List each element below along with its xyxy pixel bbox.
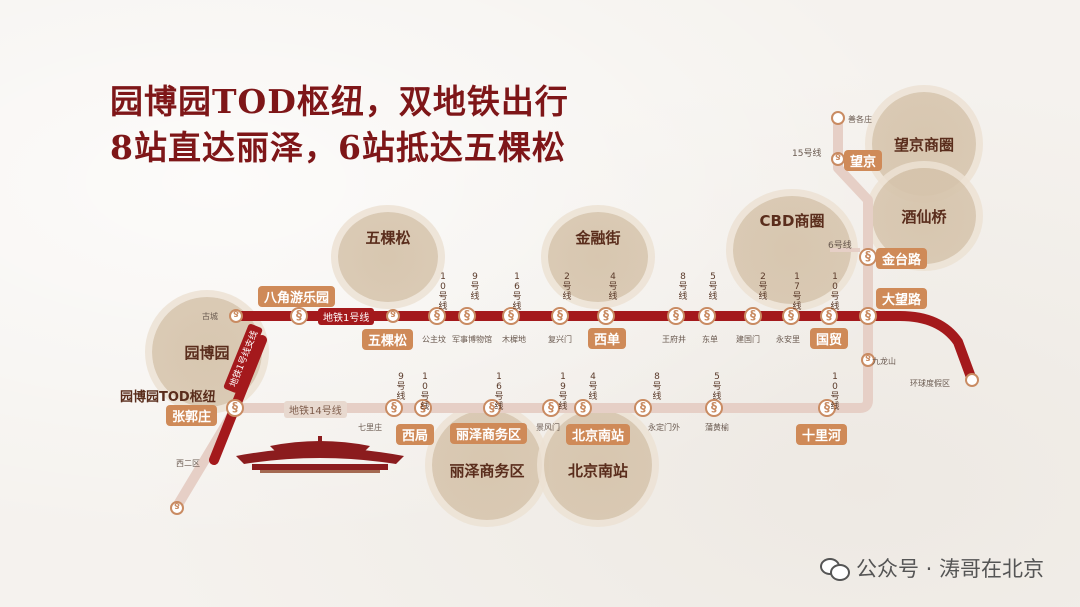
xfer-l1-9: 10号线	[830, 272, 840, 312]
label-junshi: 军事博物馆	[452, 335, 492, 344]
station-yongdingmenwai[interactable]	[634, 399, 652, 417]
xfer-l1-6: 5号线	[708, 272, 718, 302]
station-jingfengmen[interactable]	[542, 399, 560, 417]
label-wangjing: 望京	[844, 150, 883, 171]
xfer-l1-8: 17号线	[792, 272, 802, 312]
station-huanqiu[interactable]	[965, 373, 979, 387]
label-jiulongshan: 九龙山	[872, 357, 896, 366]
label-xierqu: 西二区	[176, 459, 200, 468]
xfer-l1-4: 4号线	[608, 272, 618, 302]
label-wukesong: 五棵松	[362, 329, 414, 350]
label-dawanglu: 大望路	[876, 288, 928, 309]
xfer-l14-1: 10号线	[420, 372, 430, 412]
label-jingfengmen: 景风门	[536, 423, 560, 432]
label-jianguomen: 建国门	[736, 335, 760, 344]
label-yuanbo-tod: 园博园TOD枢纽	[120, 390, 216, 405]
label-fuxingmen: 复兴门	[548, 335, 572, 344]
xfer-l1-5: 8号线	[678, 272, 688, 302]
station-jintailu[interactable]	[859, 248, 877, 266]
station-xidan[interactable]	[597, 307, 615, 325]
label-gucheng: 古城	[202, 312, 218, 321]
line14-path	[171, 118, 873, 511]
headline-1: 园博园TOD枢纽，双地铁出行	[110, 82, 569, 121]
station-xierqu[interactable]	[170, 500, 184, 515]
station-jiulongshan[interactable]	[861, 352, 875, 367]
area-wukesong: 五棵松	[338, 212, 438, 302]
xfer-l1-3: 2号线	[562, 272, 572, 302]
label-shilihe: 十里河	[796, 424, 848, 445]
xfer-l1-7: 2号线	[758, 272, 768, 302]
label-xidan: 西单	[588, 328, 627, 349]
area-cbd: CBD商圈	[733, 196, 851, 304]
xfer-l1-0: 10号线	[438, 272, 448, 312]
label-xiju: 西局	[396, 424, 435, 445]
label-zhangguozhuang: 张郭庄	[166, 405, 218, 426]
station-fuxingmen[interactable]	[551, 307, 569, 325]
label-jintailu: 金台路	[876, 248, 928, 269]
label-guomao: 国贸	[810, 328, 849, 349]
station-gucheng[interactable]	[229, 308, 243, 323]
wechat-icon	[819, 556, 850, 581]
label-qilizhuang: 七里庄	[358, 423, 382, 432]
xfer-l14-3: 19号线	[558, 372, 568, 412]
area-jinrongjie: 金融街	[548, 212, 648, 302]
line6-label: 6号线	[828, 241, 852, 251]
station-guomao[interactable]	[820, 307, 838, 325]
station-shilihe[interactable]	[818, 399, 836, 417]
station-zhangguozhuang[interactable]	[226, 399, 244, 417]
headline-2: 8站直达丽泽，6站抵达五棵松	[110, 128, 566, 167]
watermark-text: 公众号 · 涛哥在北京	[855, 557, 1044, 581]
label-beijingnan: 北京南站	[566, 424, 631, 445]
label-muxidi: 木樨地	[502, 335, 526, 344]
label-yongdingmenwai: 永定门外	[648, 423, 680, 432]
xfer-l1-2: 16号线	[512, 272, 522, 312]
xfer-l14-0: 9号线	[396, 372, 406, 402]
xfer-l14-5: 8号线	[652, 372, 662, 402]
label-shanhezhuang: 善各庄	[848, 115, 872, 124]
station-bajiao[interactable]	[290, 307, 308, 325]
station-puhuangyu[interactable]	[705, 399, 723, 417]
station-xiju[interactable]	[414, 399, 432, 417]
station-wangjing[interactable]	[831, 151, 845, 166]
station-gongzhufen[interactable]	[428, 307, 446, 325]
station-wukesong[interactable]	[386, 308, 400, 323]
line1-label: 地铁1号线	[318, 308, 375, 325]
station-dongdan[interactable]	[698, 307, 716, 325]
label-huanqiu: 环球度假区	[910, 379, 950, 388]
label-dongdan: 东单	[702, 335, 718, 344]
xfer-l14-6: 5号线	[712, 372, 722, 402]
station-lize[interactable]	[483, 399, 501, 417]
station-shanhezhuang[interactable]	[831, 111, 845, 125]
station-wangfujing[interactable]	[667, 307, 685, 325]
station-dawanglu[interactable]	[859, 307, 877, 325]
label-lize: 丽泽商务区	[450, 423, 528, 444]
label-wangfujing: 王府井	[662, 335, 686, 344]
line1-path	[231, 311, 977, 385]
pavilion-illustration	[236, 436, 404, 473]
station-muxidi[interactable]	[502, 307, 520, 325]
xfer-l14-2: 16号线	[494, 372, 504, 412]
station-beijingnan[interactable]	[574, 399, 592, 417]
line14-label: 地铁14号线	[284, 401, 347, 418]
xfer-l14-7: 10号线	[830, 372, 840, 412]
label-yonganli: 永安里	[776, 335, 800, 344]
station-yonganli[interactable]	[782, 307, 800, 325]
station-junshi[interactable]	[458, 307, 476, 325]
line15-label: 15号线	[792, 149, 822, 159]
xfer-l14-4: 4号线	[588, 372, 598, 402]
station-qilizhuang[interactable]	[385, 399, 403, 417]
label-bajiao: 八角游乐园	[258, 286, 336, 307]
xfer-l1-1: 9号线	[470, 272, 480, 302]
label-puhuangyu: 蒲黄榆	[705, 423, 729, 432]
station-jianguomen[interactable]	[744, 307, 762, 325]
label-gongzhufen: 公主坟	[422, 335, 446, 344]
watermark: 公众号 · 涛哥在北京	[819, 553, 1044, 583]
